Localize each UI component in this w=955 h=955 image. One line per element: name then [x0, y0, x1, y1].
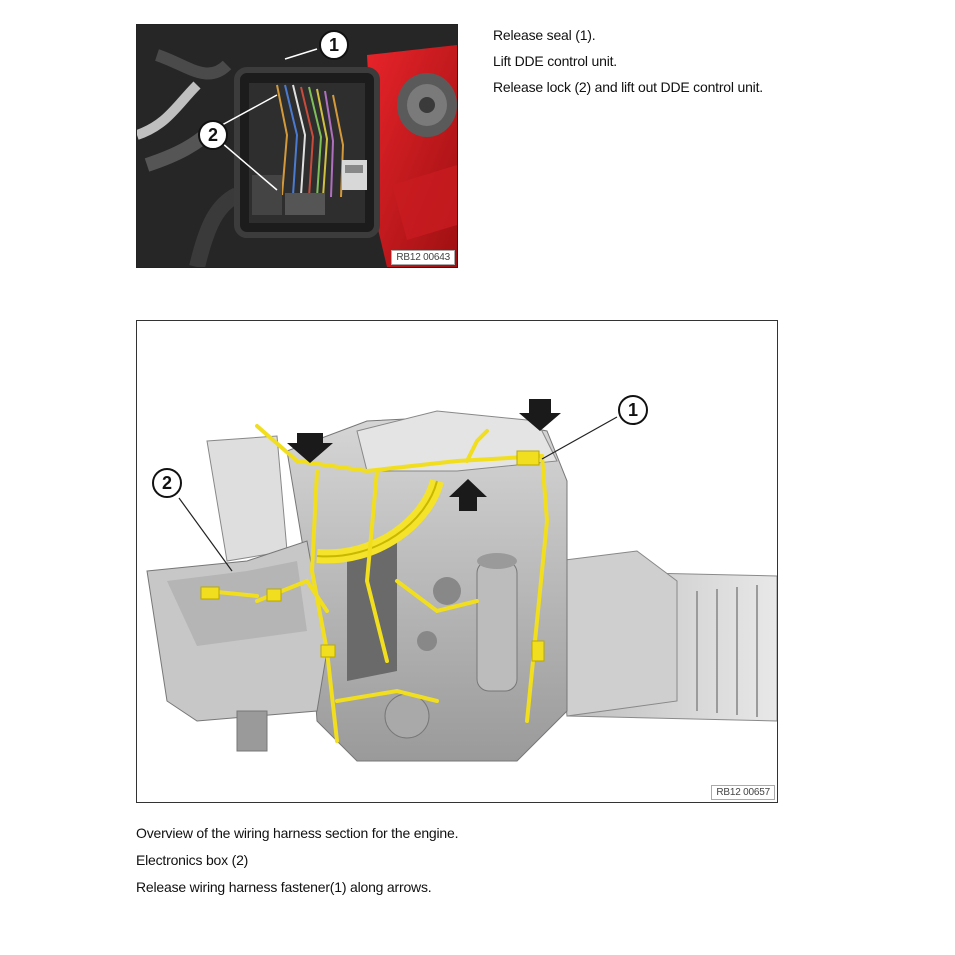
engine-bay-illustration: [137, 25, 457, 267]
leader-lines: [221, 48, 318, 191]
caption-3: Release wiring harness fastener(1) along…: [136, 879, 432, 895]
figure-id: RB12 00643: [391, 250, 455, 265]
caption-2: Electronics box (2): [136, 852, 249, 868]
callout-1: 1: [618, 395, 648, 425]
instruction-2: Lift DDE control unit.: [493, 53, 617, 69]
instruction-3: Release lock (2) and lift out DDE contro…: [493, 79, 763, 95]
callout-2: 2: [198, 120, 228, 150]
arrow-marks: [287, 399, 561, 511]
callout-2: 2: [152, 468, 182, 498]
figure-id: RB12 00657: [711, 785, 775, 800]
engine-drawing: [146, 399, 777, 762]
instruction-1: Release seal (1).: [493, 27, 596, 43]
callout-1: 1: [319, 30, 349, 60]
wiring-harness-illustration: 1 2 RB12 00657: [136, 320, 778, 803]
engine-bay-photo: 1 2 RB12 00643: [136, 24, 458, 268]
caption-1: Overview of the wiring harness section f…: [136, 825, 459, 841]
